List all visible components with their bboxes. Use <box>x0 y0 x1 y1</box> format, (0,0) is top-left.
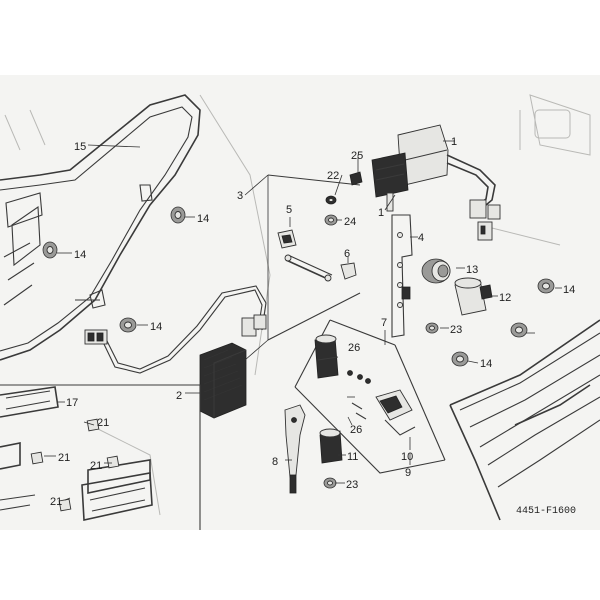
grommet-icon <box>42 206 186 333</box>
callout-9: 9 <box>405 467 411 479</box>
callout-14b: 14 <box>74 249 86 261</box>
callout-21c: 21 <box>90 460 102 472</box>
left-side-cover <box>0 94 201 361</box>
callout-1b: 1 <box>378 207 384 219</box>
callout-6: 6 <box>344 248 350 260</box>
emblem-icon <box>0 384 201 530</box>
callout-11: 11 <box>347 451 358 463</box>
callout-21a: 21 <box>97 417 109 429</box>
rubber-mount-13 <box>421 258 451 284</box>
callout-14d: 14 <box>563 284 575 296</box>
callout-23a: 23 <box>450 324 462 336</box>
callout-23b: 23 <box>346 479 358 491</box>
callout-12: 12 <box>499 292 511 304</box>
regulator-icon <box>199 342 247 419</box>
callout-26b: 26 <box>350 424 362 436</box>
callout-15: 15 <box>74 141 86 153</box>
callout-1a: 1 <box>451 136 457 148</box>
callout-2: 2 <box>176 390 182 402</box>
callout-17: 17 <box>66 397 78 409</box>
bracket-4 <box>391 214 413 338</box>
callout-24: 24 <box>344 216 356 228</box>
callout-labels: 1 1 2 3 4 5 6 7 8 9 10 11 12 13 14 14 14… <box>50 136 576 517</box>
parts-diagram-sheet: 1 1 2 3 4 5 6 7 8 9 10 11 12 13 14 14 14… <box>0 75 600 530</box>
callout-14a: 14 <box>197 213 209 225</box>
clamp-8 <box>284 404 306 494</box>
callout-4: 4 <box>418 232 424 244</box>
bracket-group-3 <box>244 174 361 361</box>
callout-21b: 21 <box>58 452 70 464</box>
cable-icon <box>446 154 501 241</box>
callout-10: 10 <box>401 451 413 463</box>
relay-12 <box>454 277 493 316</box>
regulator-harness <box>84 285 267 374</box>
bracket-group-7 <box>294 319 446 474</box>
callout-8: 8 <box>272 456 278 468</box>
leader-lines <box>44 140 562 501</box>
rubber-11 <box>319 428 343 464</box>
callout-5: 5 <box>286 204 292 216</box>
right-side-cover <box>449 319 600 521</box>
callout-3: 3 <box>237 190 243 202</box>
callout-14c: 14 <box>150 321 162 333</box>
callout-25: 25 <box>351 150 363 162</box>
callout-21d: 21 <box>50 496 62 508</box>
exploded-parts-diagram: 1 1 2 3 4 5 6 7 8 9 10 11 12 13 14 14 14… <box>0 94 600 530</box>
callout-13: 13 <box>466 264 478 276</box>
callout-26a: 26 <box>348 342 360 354</box>
callout-14e: 14 <box>480 358 492 370</box>
figure-code: 4451-F1600 <box>516 506 576 517</box>
callout-7: 7 <box>381 317 387 329</box>
callout-22: 22 <box>327 170 339 182</box>
relay-icon <box>324 124 449 226</box>
